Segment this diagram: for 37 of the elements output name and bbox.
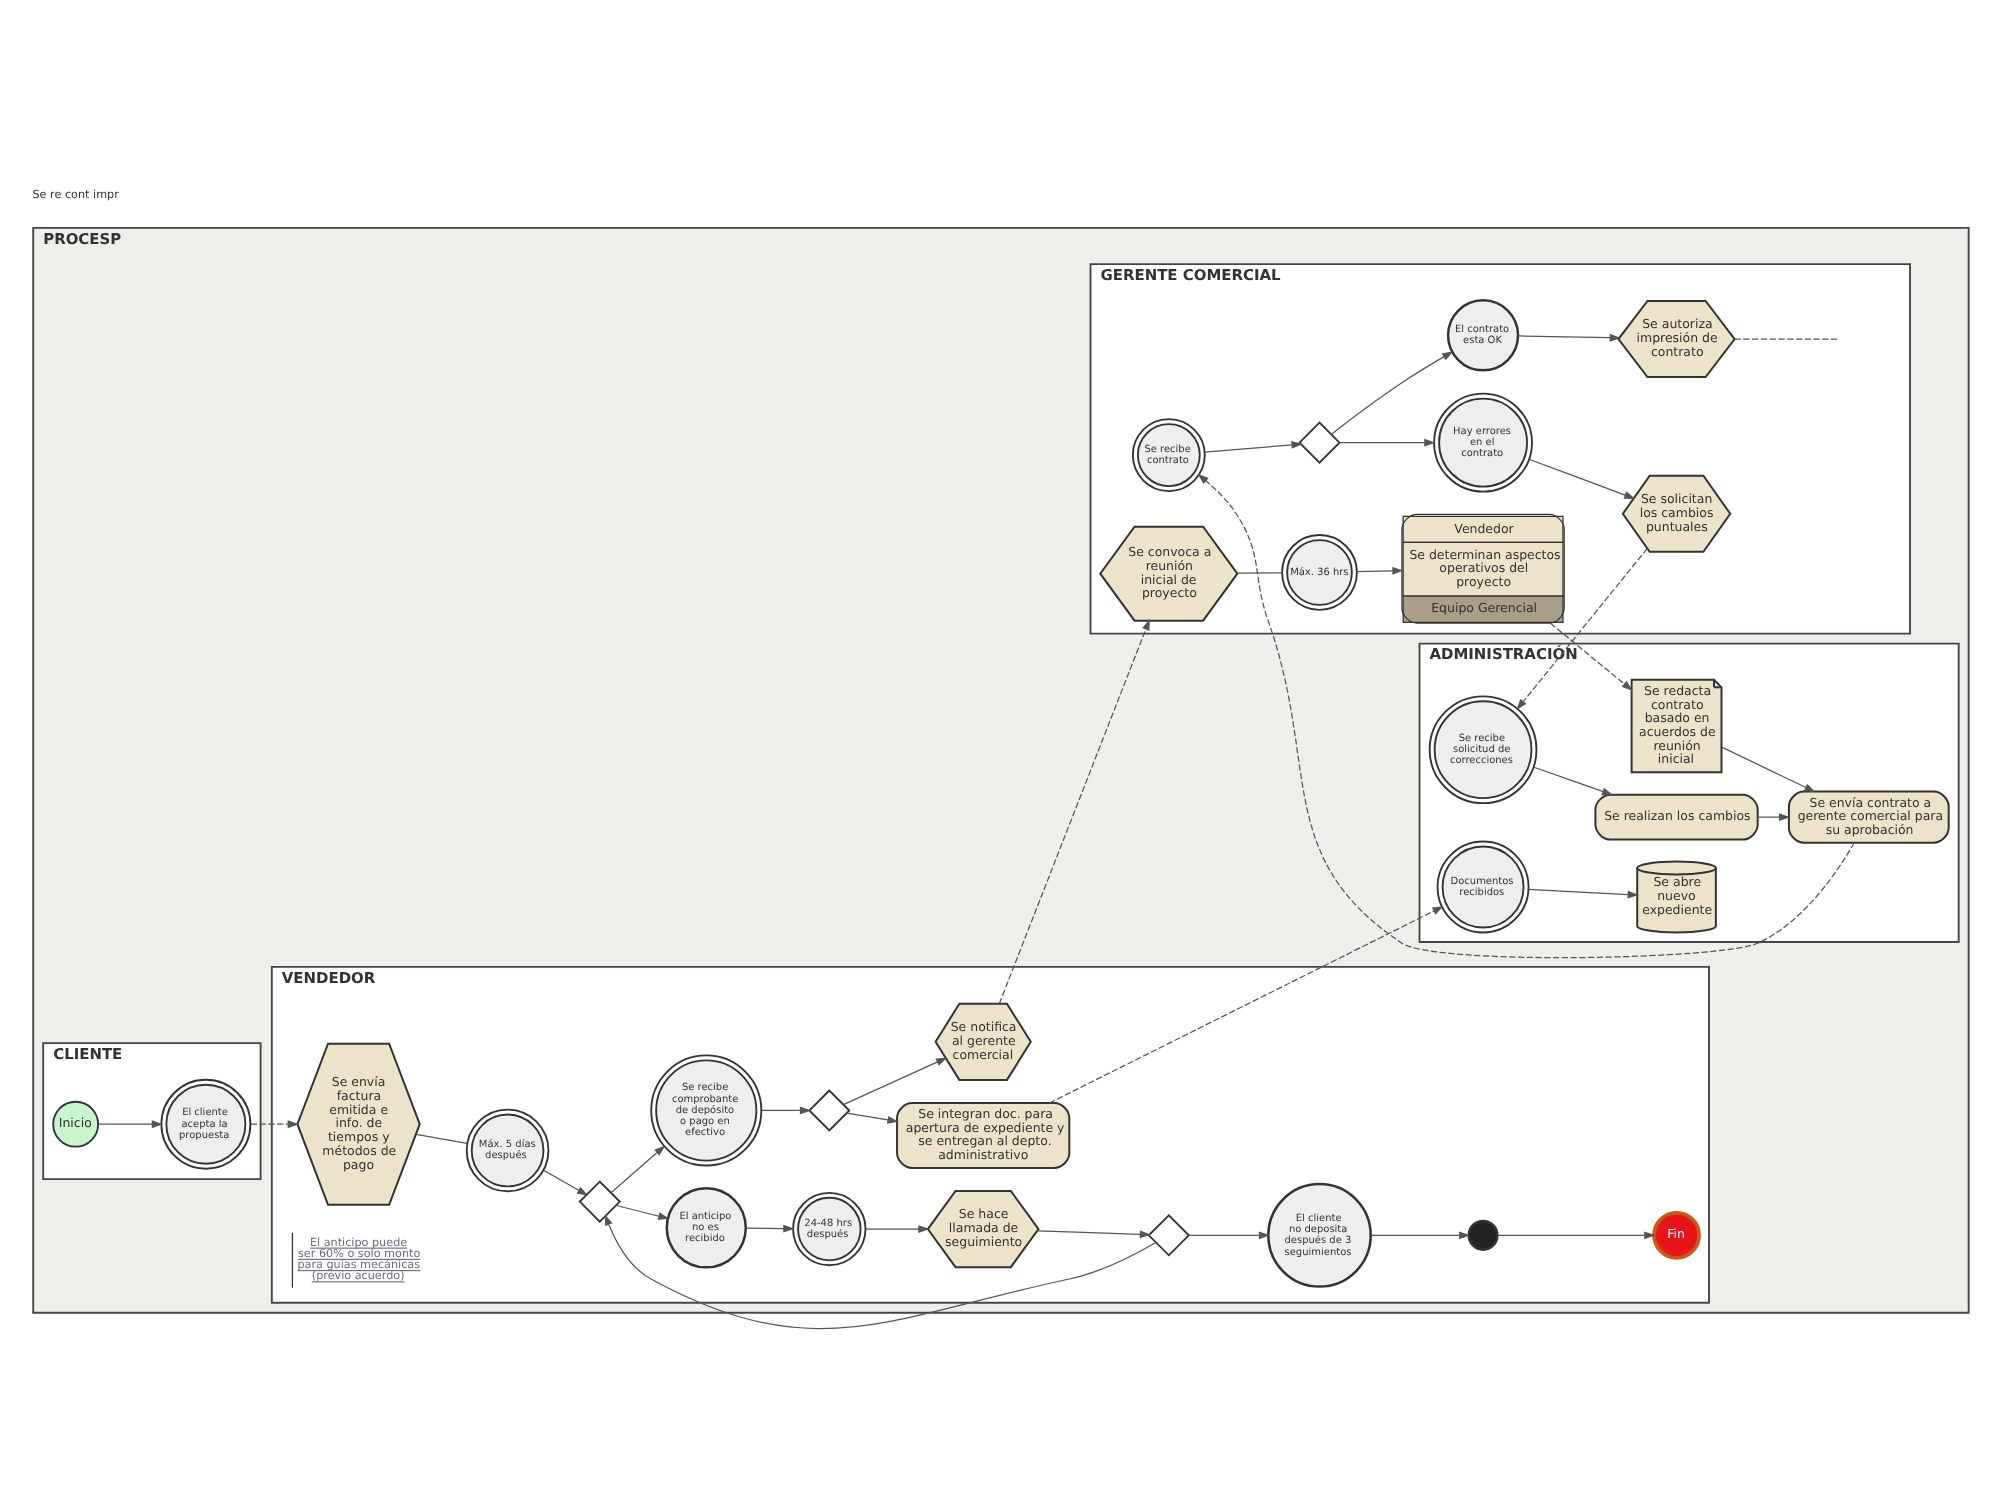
- arrow: [1516, 547, 1648, 710]
- arrow: [1356, 565, 1404, 574]
- connector: [1734, 337, 1838, 339]
- arrow: [1338, 437, 1436, 446]
- node-circle: [1467, 1218, 1499, 1250]
- arrow: [610, 1144, 666, 1193]
- arrow: [745, 1223, 795, 1232]
- connector: [415, 1132, 468, 1143]
- arrow: [1527, 887, 1639, 898]
- arrow: [1048, 905, 1444, 1103]
- arrow: [1370, 1230, 1471, 1239]
- node-diamond: [808, 1088, 851, 1131]
- arrow: [842, 1056, 948, 1105]
- arrow: [1528, 457, 1636, 498]
- arrow: [865, 1224, 930, 1233]
- arrow: [543, 1168, 589, 1195]
- node-diamond: [1298, 420, 1341, 463]
- arrow: [1188, 1230, 1271, 1239]
- arrow: [97, 1119, 163, 1128]
- arrow: [1517, 332, 1621, 341]
- node-diamond: [1147, 1213, 1191, 1256]
- arrow: [1197, 472, 1855, 958]
- connector: [1236, 571, 1283, 573]
- arrow: [761, 1105, 812, 1114]
- arrow: [1549, 621, 1633, 690]
- arrow: [1496, 1230, 1656, 1239]
- arrow: [846, 1111, 899, 1123]
- arrow: [615, 1203, 670, 1219]
- arrow: [1757, 812, 1791, 821]
- arrow: [1036, 1229, 1152, 1238]
- arrow: [250, 1119, 299, 1128]
- arrow: [604, 1213, 1157, 1329]
- arrow: [1204, 439, 1303, 452]
- arrow: [998, 618, 1150, 1004]
- arrow: [1330, 350, 1454, 434]
- arrow: [1721, 745, 1816, 792]
- arrow: [1533, 765, 1614, 795]
